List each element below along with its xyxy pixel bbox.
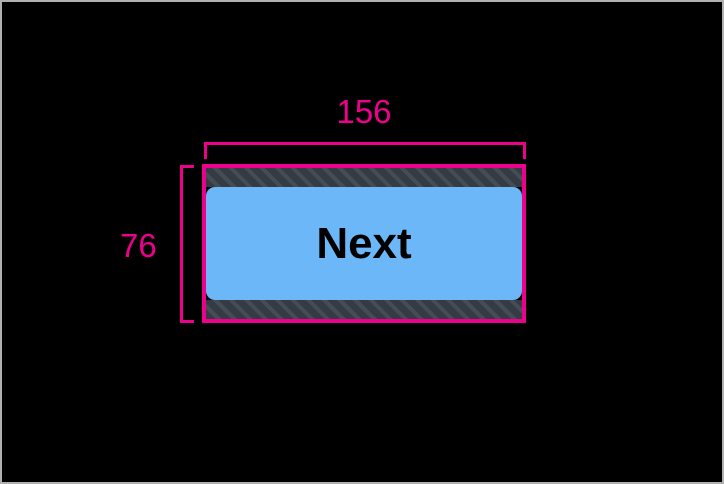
top-padding-hatch (206, 168, 522, 187)
height-dimension-bracket (180, 165, 194, 323)
height-dimension-label: 76 (120, 227, 157, 264)
width-dimension-label: 156 (336, 93, 392, 130)
measured-element: Next (206, 168, 522, 319)
width-dimension-bracket (204, 142, 526, 159)
bottom-padding-hatch (206, 300, 522, 319)
next-button[interactable]: Next (206, 187, 522, 300)
